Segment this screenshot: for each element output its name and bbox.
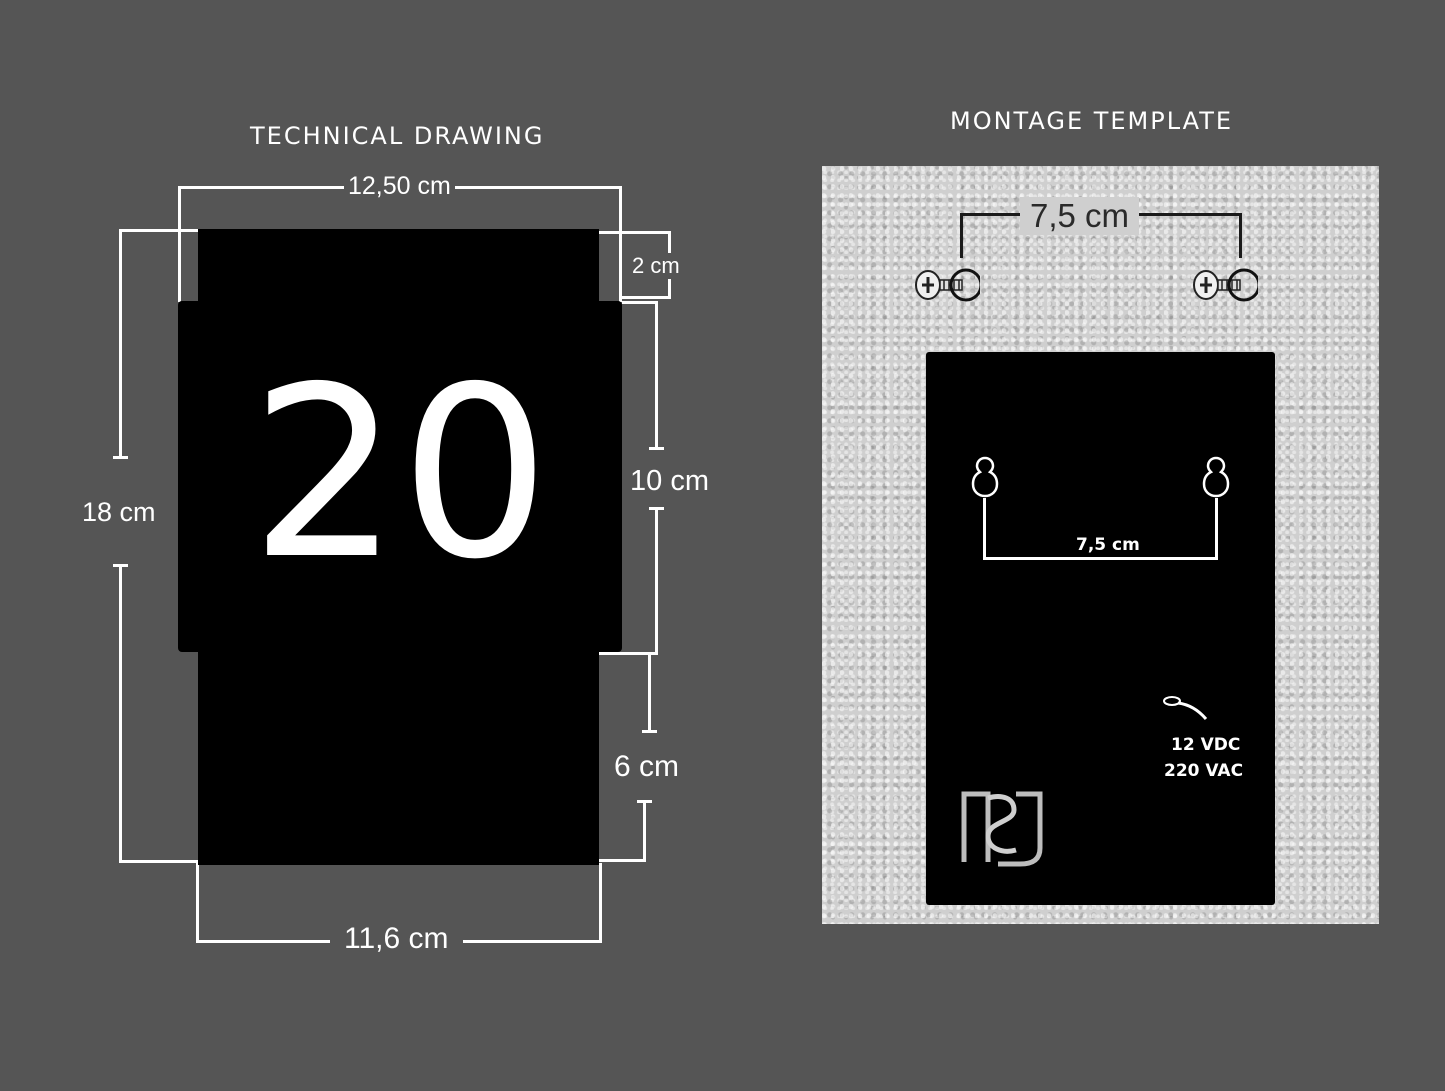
dim-line: [599, 863, 602, 943]
dim-line: [1239, 213, 1242, 258]
screw-spacing-label: 7,5 cm: [1020, 197, 1140, 235]
total-height-label: 18 cm: [78, 497, 160, 528]
house-number: 20: [249, 336, 551, 611]
dim-line: [649, 447, 664, 450]
dim-line: [178, 186, 181, 302]
dim-line: [619, 186, 622, 302]
keyhole-icon: [1202, 456, 1230, 498]
dim-line: [119, 229, 199, 232]
backplate: [926, 352, 1275, 905]
dim-line: [119, 564, 122, 863]
dim-line: [648, 655, 651, 733]
dim-line: [960, 213, 963, 258]
dim-line: [599, 652, 658, 655]
sign-top-panel: [198, 229, 599, 304]
dim-line: [655, 301, 658, 450]
dim-line: [113, 456, 128, 459]
sign-bottom-panel: [198, 650, 599, 865]
power-line-1: 12 VDC: [1171, 735, 1241, 755]
dim-line: [196, 863, 199, 943]
screw-icon: [1193, 268, 1258, 302]
montage-template-title: MONTAGE TEMPLATE: [950, 107, 1234, 135]
dim-line: [622, 296, 671, 299]
ns-logo-icon: [961, 791, 1043, 867]
keyhole-spacing-label: 7,5 cm: [1076, 535, 1140, 555]
dim-line: [599, 231, 671, 234]
power-line-2: 220 VAC: [1164, 761, 1244, 781]
screw-icon: [915, 268, 980, 302]
dim-line: [983, 498, 986, 560]
bottom-width-label: 11,6 cm: [330, 922, 463, 956]
dim-line: [119, 860, 199, 863]
front-height-label: 10 cm: [626, 465, 713, 498]
keyhole-icon: [971, 456, 999, 498]
dim-line: [643, 800, 646, 862]
power-cable-icon: [1163, 696, 1208, 720]
dim-line: [1215, 498, 1218, 560]
technical-drawing-title: TECHNICAL DRAWING: [250, 122, 545, 150]
top-width-label: 12,50 cm: [344, 172, 455, 201]
bottom-height-label: 6 cm: [610, 750, 684, 784]
dim-line: [119, 229, 122, 459]
top-offset-label: 2 cm: [628, 253, 684, 279]
dim-line: [642, 730, 657, 733]
dim-line: [655, 507, 658, 655]
dim-line: [983, 557, 1218, 560]
dim-line: [622, 301, 658, 304]
dim-line: [599, 859, 646, 862]
sign-front-panel: 20: [178, 301, 622, 652]
